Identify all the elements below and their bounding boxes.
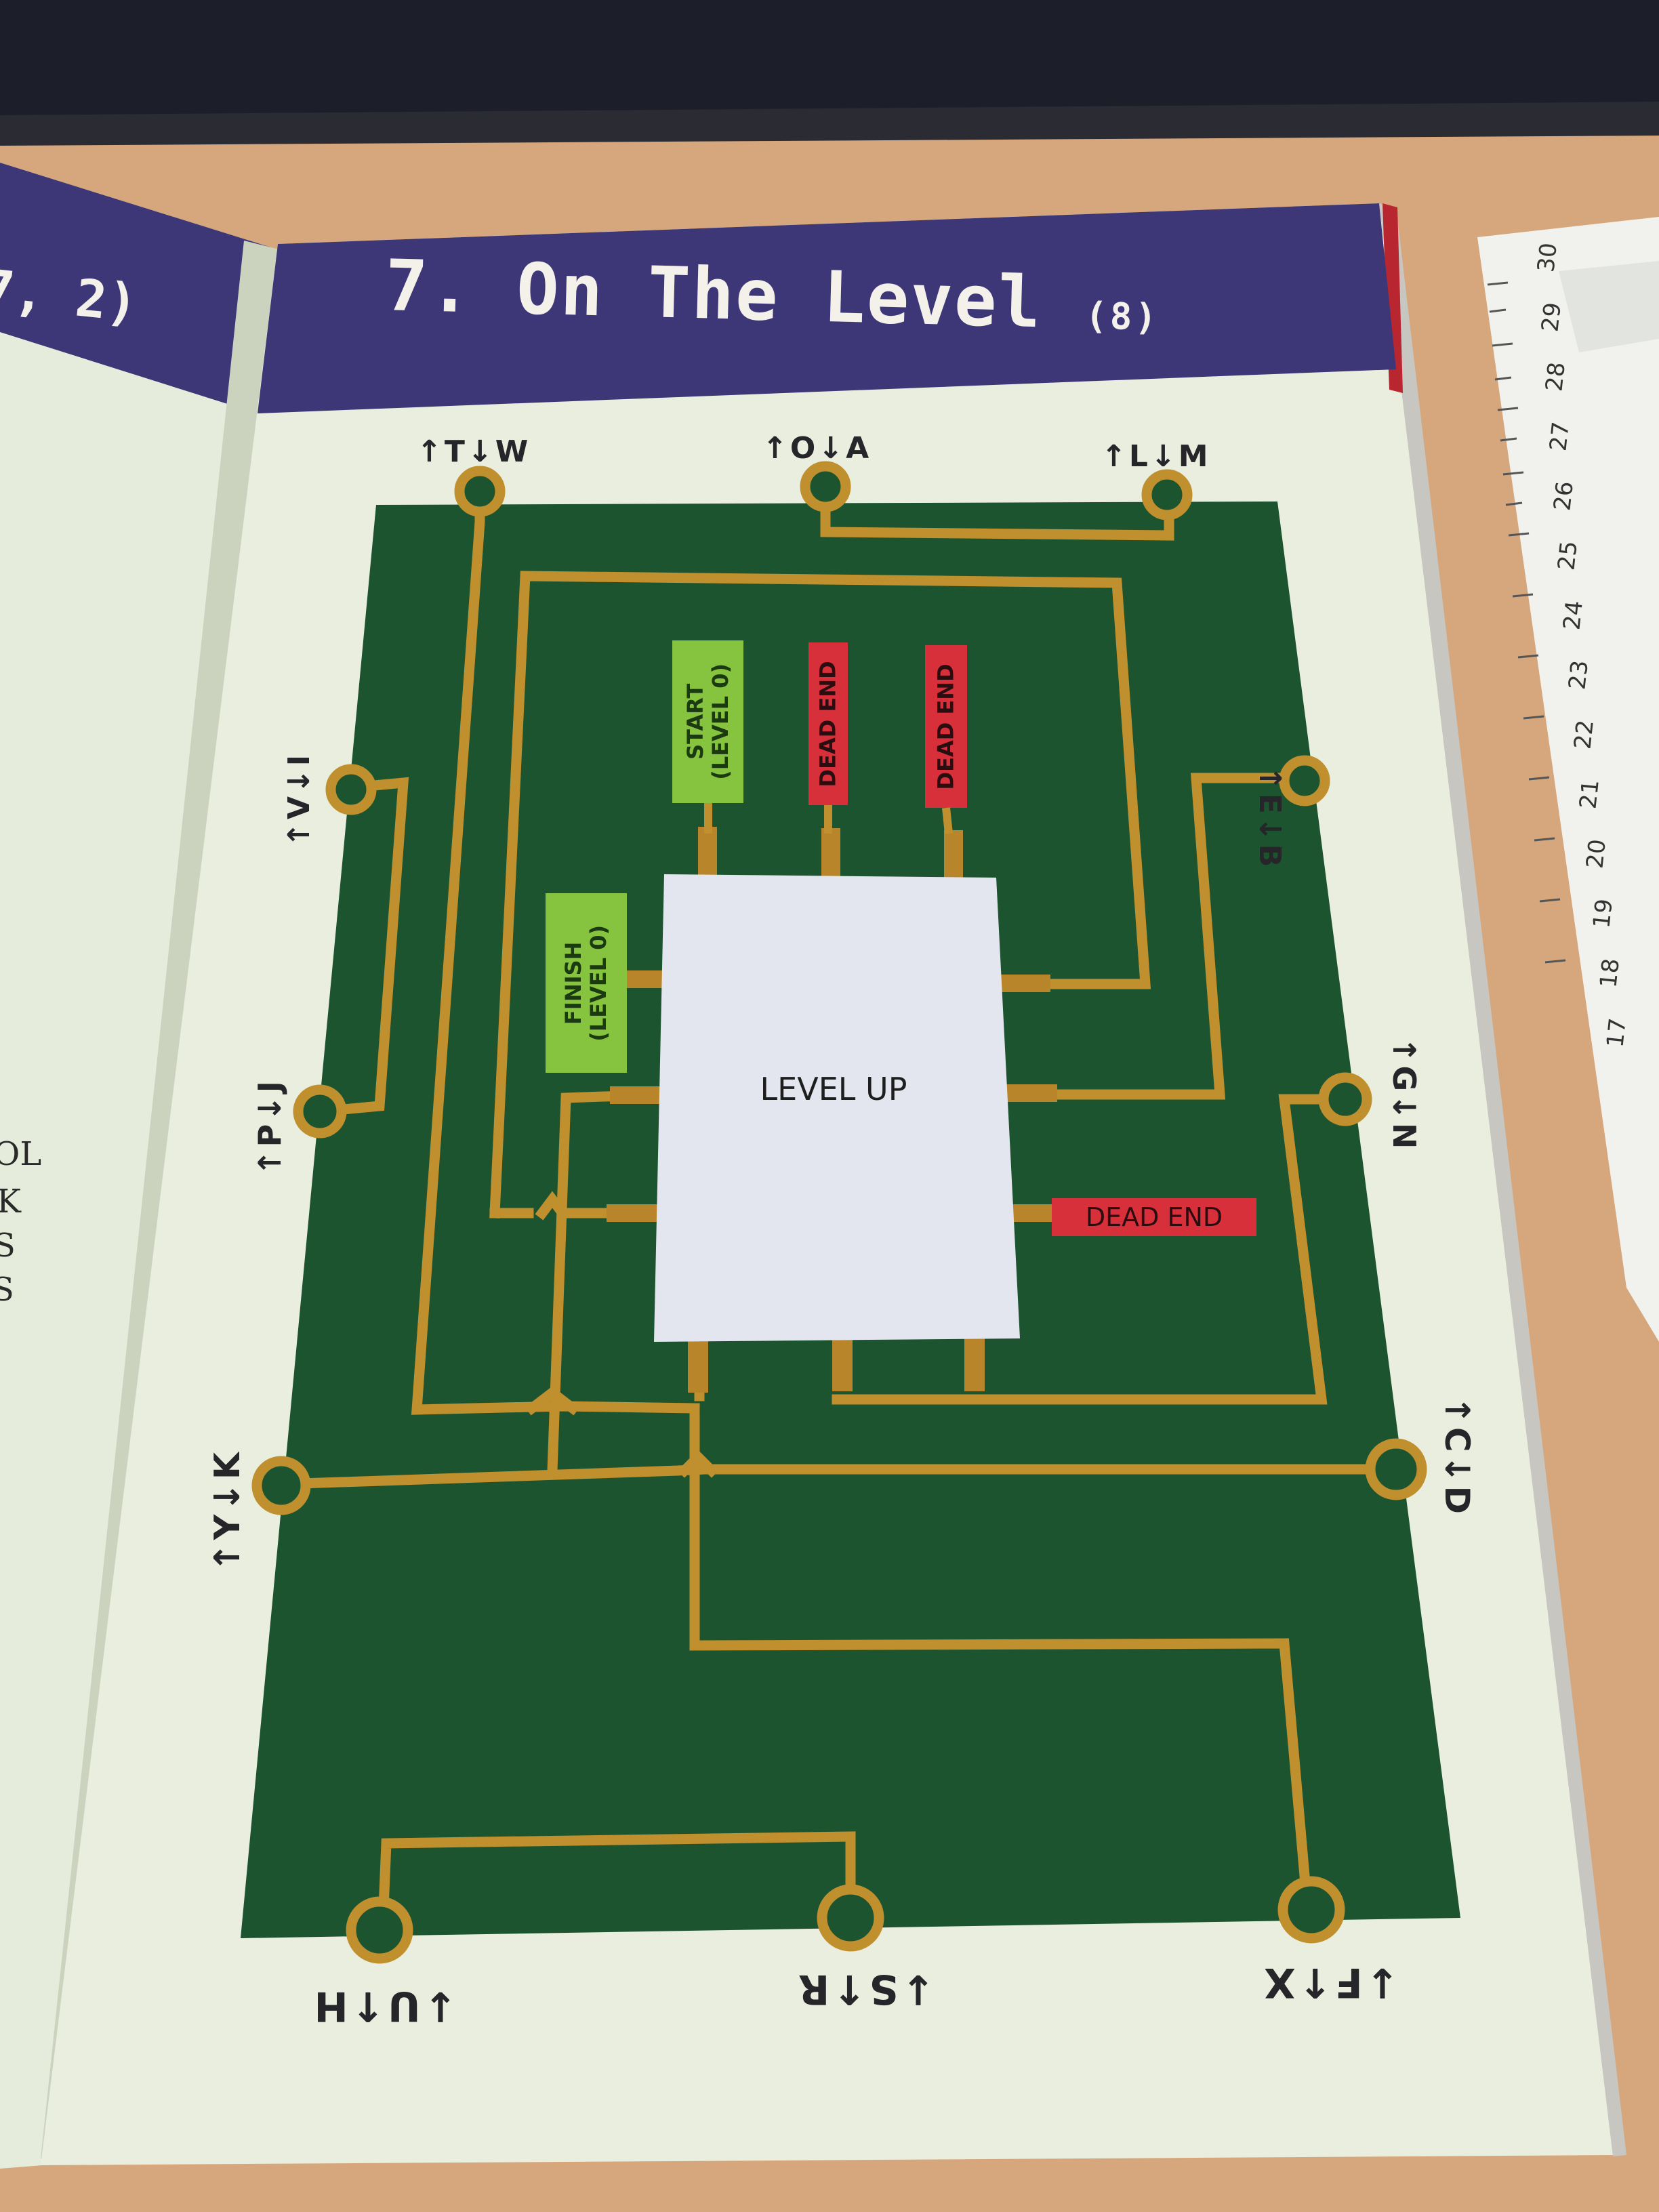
dead-end-label-2: DEAD END — [933, 663, 959, 790]
dead-end-tag-3: DEAD END — [1052, 1198, 1256, 1236]
desk-shadow — [0, 102, 1659, 146]
ring-p-j — [293, 1084, 347, 1139]
ruler-number: 29 — [1536, 301, 1567, 333]
dead-end-tag-box-2 — [925, 645, 967, 808]
ruler-number: 30 — [1532, 241, 1563, 274]
ruler-number: 21 — [1574, 778, 1605, 811]
ruler-ticks — [1487, 281, 1566, 964]
ruler-slot — [1559, 261, 1659, 352]
ring-e-b — [1279, 755, 1330, 806]
pin-label-c-d: ↑C↓D — [1437, 1396, 1477, 1517]
ring-u-h — [346, 1896, 413, 1964]
ring-y-k — [251, 1456, 311, 1515]
ruler-number: 27 — [1544, 420, 1575, 453]
page-title-count: (8) — [1084, 294, 1160, 339]
start-tag-box — [672, 640, 743, 803]
ruler-number: 25 — [1553, 539, 1583, 572]
ring-s-r — [817, 1884, 884, 1952]
ruler-number: 18 — [1595, 957, 1625, 989]
dead-end-tag-box-1 — [808, 642, 848, 805]
dead-end-tag-2: DEAD END — [925, 645, 967, 808]
pin-label-t-w: ↑T↓W — [417, 434, 531, 469]
pin-label-u-h: ↓U↑H — [311, 1982, 457, 2030]
tag-connectors — [704, 803, 953, 834]
level-up-label: LEVEL UP — [760, 1071, 907, 1107]
red-bookmark-edge — [1382, 203, 1403, 393]
start-tag: START (LEVEL 0) — [672, 640, 743, 803]
level-up-chip — [654, 874, 1020, 1342]
ring-f-x — [1277, 1876, 1345, 1944]
pin-label-s-r: ↓S↑R — [796, 1965, 935, 2013]
finish-tag: FINISH (LEVEL 0) — [546, 893, 627, 1073]
ruler-number: 22 — [1569, 718, 1599, 751]
ruler-number: 20 — [1581, 838, 1612, 870]
ruler-number: 24 — [1558, 599, 1589, 632]
pin-label-l-m: ↑L↓M — [1101, 439, 1211, 474]
pin-label-o-a: ↑O↓A — [762, 431, 872, 466]
left-page-fragment-1: OL — [0, 1135, 42, 1173]
pin-label-v-i: ↑V↓I — [282, 752, 316, 847]
ring-v-i — [325, 764, 377, 815]
left-page-fragment-4: S — [0, 1271, 14, 1309]
ruler-number: 17 — [1601, 1017, 1632, 1049]
header-band — [258, 203, 1396, 413]
ruler-number: 19 — [1588, 897, 1618, 930]
finish-tag-box — [546, 893, 627, 1073]
ring-o-a — [800, 461, 851, 512]
ring-g-n — [1318, 1072, 1372, 1126]
left-page-fragment-2: K — [0, 1183, 21, 1221]
pin-label-p-j: ↑P↓J — [251, 1078, 288, 1176]
ruler-number: 26 — [1549, 480, 1579, 512]
ruler-number: 23 — [1563, 659, 1594, 691]
left-page-fragment-3: S — [0, 1227, 16, 1265]
ruler-number: 28 — [1540, 361, 1571, 393]
dead-end-tag-1: DEAD END — [808, 642, 848, 805]
pin-label-f-x: ↓F↑X — [1261, 1959, 1399, 2006]
pin-label-e-b: ↑E↓B — [1252, 766, 1287, 870]
pin-label-g-n: ↑G↓N — [1386, 1037, 1422, 1152]
ring-t-w — [454, 466, 506, 517]
page-title-text: 7. On The Level — [384, 244, 1043, 344]
dead-end-label-1: DEAD END — [815, 660, 841, 787]
ring-l-m — [1141, 469, 1193, 520]
ring-c-d — [1365, 1438, 1427, 1500]
page-edge — [1379, 203, 1626, 2156]
pin-label-y-k: ↑Y↓K — [207, 1449, 248, 1572]
ruler — [1477, 217, 1659, 1342]
left-page-header — [0, 163, 271, 413]
pin-rings — [251, 461, 1427, 1964]
finish-tag-label: FINISH (LEVEL 0) — [560, 924, 612, 1042]
start-tag-label: START (LEVEL 0) — [682, 663, 733, 780]
